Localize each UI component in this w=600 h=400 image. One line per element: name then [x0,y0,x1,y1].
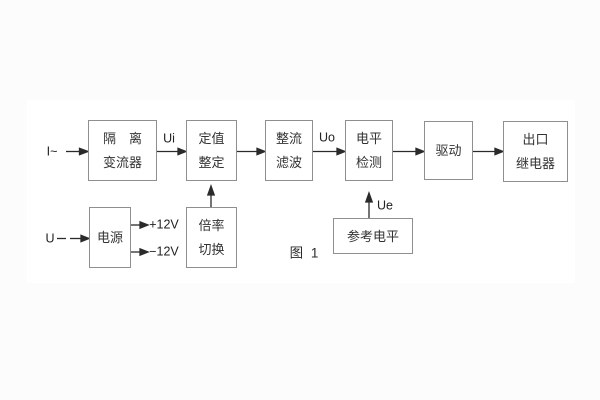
block-reference-level: 参考电平 [333,218,413,254]
block-output-relay: 出口 继电器 [503,121,568,182]
label-rail-positive: +12V [149,217,179,232]
arrow-ue [364,191,374,218]
figure-caption: 图 1 [289,245,321,261]
label-ue: Ue [377,198,393,213]
arrow-input-current [66,147,90,156]
block-label: 出口 [522,132,549,147]
arrow-rail-positive [131,220,150,230]
label-input-current: I~ [46,144,58,159]
block-ratio-switch: 倍率 切换 [186,207,237,268]
block-label: 整定 [198,155,225,170]
block-label: 电平 [355,131,382,146]
block-level-detector: 电平 检测 [345,120,393,181]
arrow-detector-to-driver [393,147,426,156]
block-label: 切换 [198,242,225,257]
block-label: 变流器 [102,155,142,170]
arrow-input-voltage [57,234,91,243]
label-rail-negative: −12V [149,244,179,259]
arrow-setpoint-to-rectifier [237,147,267,156]
arrow-ratio-to-setpoint [206,184,216,207]
label-input-voltage: U [45,231,55,246]
label-ui: Ui [163,131,175,146]
label-uo: Uo [319,130,335,145]
block-label: 定值 [198,131,225,146]
arrow-driver-to-relay [473,147,505,156]
arrow-rail-negative [131,247,150,257]
block-label: 检测 [355,155,382,170]
block-rectifier-filter: 整流 滤波 [265,120,313,181]
block-label: 驱动 [435,143,462,158]
block-power-supply: 电源 [89,207,131,268]
block-label: 倍率 [198,218,225,233]
arrow-uo [313,147,347,156]
block-label: 滤波 [275,155,302,170]
arrow-ui [157,147,188,156]
block-isolation-transformer: 隔 离 变流器 [88,120,157,181]
block-driver: 驱动 [424,121,473,180]
block-label: 整流 [275,131,302,146]
block-label: 电源 [96,230,123,245]
block-setpoint-setting: 定值 整定 [186,120,237,181]
block-label: 隔 离 [102,131,142,146]
block-label: 参考电平 [346,228,399,244]
block-label: 继电器 [515,156,555,171]
